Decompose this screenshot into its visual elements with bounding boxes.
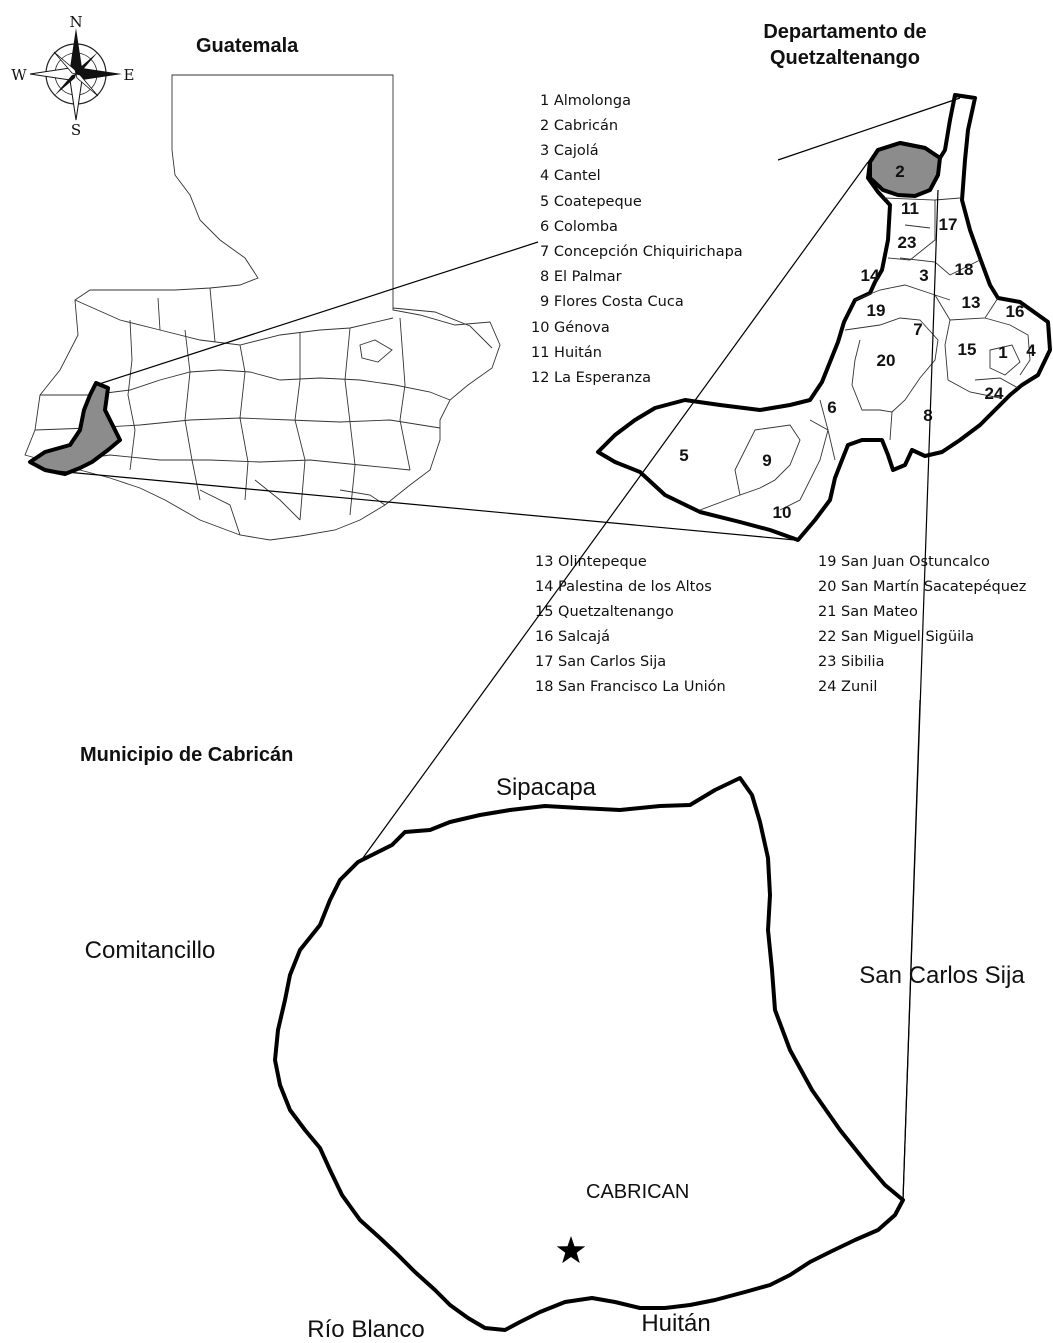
region-number: 18 <box>955 260 974 279</box>
legend-item: 19 San Juan Ostuncalco <box>818 554 990 570</box>
guatemala-map <box>24 74 501 541</box>
legend-item: 10 Génova <box>531 320 610 336</box>
legend-item: 6 Colomba <box>540 219 618 235</box>
region-number: 7 <box>913 320 922 339</box>
department-title-line2: Quetzaltenango <box>770 47 920 69</box>
town-label: CABRICAN <box>586 1181 689 1203</box>
legend-item: 13 Olintepeque <box>535 554 647 570</box>
department-title-line1: Departamento de <box>763 21 926 43</box>
neighbor-south: Huitán <box>641 1310 710 1337</box>
legend-item: 3 Cajolá <box>540 143 599 159</box>
region-number: 1 <box>998 343 1007 362</box>
legend-item: 14 Palestina de los Altos <box>535 579 712 595</box>
legend-item: 12 La Esperanza <box>531 370 651 386</box>
compass-south-label: S <box>71 121 81 139</box>
guatemala-title: Guatemala <box>196 35 299 57</box>
region-number: 3 <box>919 266 928 285</box>
legend-item: 21 San Mateo <box>818 604 918 620</box>
legend-item: 2 Cabricán <box>540 118 618 134</box>
compass-west-label: W <box>11 66 27 84</box>
legend-item: 1 Almolonga <box>540 93 631 109</box>
legend-column-1: 1 Almolonga 2 Cabricán 3 Cajolá 4 Cantel… <box>531 93 743 386</box>
star-icon <box>556 1236 586 1264</box>
legend-item: 17 San Carlos Sija <box>535 654 666 670</box>
neighbor-north: Sipacapa <box>496 774 597 801</box>
region-number: 19 <box>867 301 886 320</box>
region-number: 4 <box>1026 341 1036 360</box>
municipality-title: Municipio de Cabricán <box>80 744 293 766</box>
region-number: 5 <box>679 446 688 465</box>
region-number: 16 <box>1006 302 1025 321</box>
legend-item: 4 Cantel <box>540 168 601 184</box>
region-number: 14 <box>861 266 880 285</box>
legend-item: 5 Coatepeque <box>540 194 642 210</box>
region-number: 15 <box>958 340 977 359</box>
legend-item: 20 San Martín Sacatepéquez <box>818 579 1026 595</box>
region-number: 11 <box>901 199 919 218</box>
neighbor-east: San Carlos Sija <box>859 962 1025 989</box>
neighbor-southwest: Río Blanco <box>307 1316 424 1343</box>
legend-item: 7 Concepción Chiquirichapa <box>540 244 743 260</box>
legend-item: 9 Flores Costa Cuca <box>540 294 684 310</box>
region-number: 24 <box>985 384 1004 403</box>
neighbor-west: Comitancillo <box>85 937 216 964</box>
region-number: 10 <box>773 503 792 522</box>
legend-item: 23 Sibilia <box>818 654 884 670</box>
legend-item: 11 Huitán <box>531 345 602 361</box>
region-number: 6 <box>827 398 836 417</box>
municipality-boundary <box>273 776 905 1332</box>
compass-north-label: N <box>69 13 82 31</box>
legend-column-3: 19 San Juan Ostuncalco 20 San Martín Sac… <box>818 554 1026 695</box>
compass-rose-icon: N S E W <box>11 13 134 139</box>
region-number: 8 <box>923 406 932 425</box>
region-number: 9 <box>762 451 771 470</box>
region-number: 2 <box>895 162 904 181</box>
legend-item: 16 Salcajá <box>535 629 610 645</box>
region-number: 23 <box>898 233 917 252</box>
legend-item: 15 Quetzaltenango <box>535 604 674 620</box>
compass-east-label: E <box>124 66 135 84</box>
legend-column-2: 13 Olintepeque 14 Palestina de los Altos… <box>535 554 726 695</box>
department-map <box>596 93 1052 542</box>
region-number: 13 <box>962 293 981 312</box>
legend-item: 24 Zunil <box>818 679 877 695</box>
legend-item: 22 San Miguel Sigüila <box>818 629 974 645</box>
region-number: 20 <box>877 351 896 370</box>
legend-item: 8 El Palmar <box>540 269 622 285</box>
legend-item: 18 San Francisco La Unión <box>535 679 726 695</box>
quetzaltenango-highlight <box>28 381 122 476</box>
region-number: 17 <box>939 215 958 234</box>
